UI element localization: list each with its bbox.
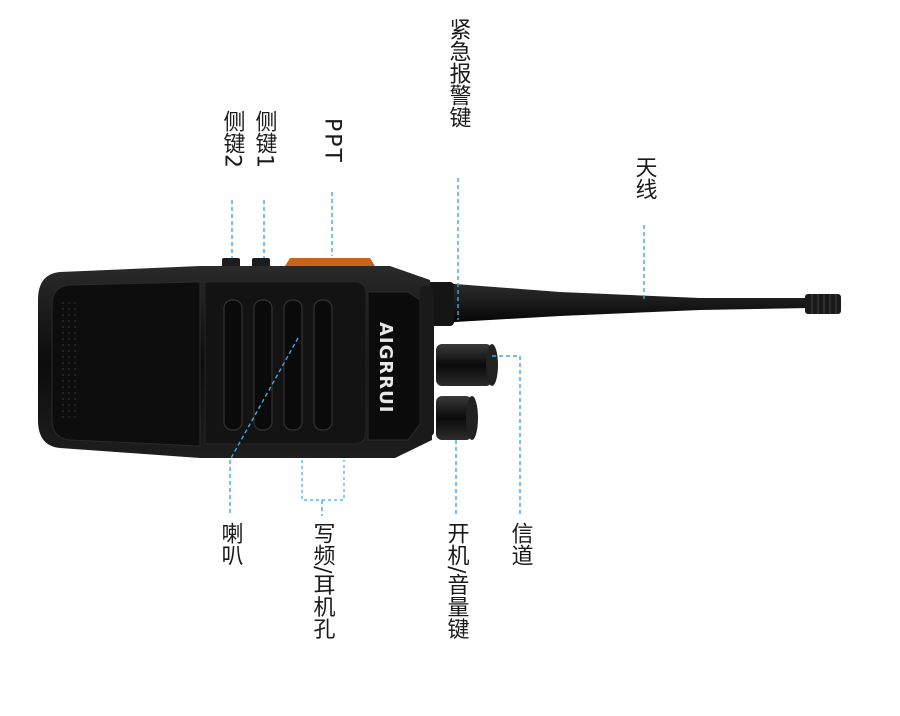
label-side-key-2: 侧键2 <box>220 110 246 168</box>
brand-logo: AIGRRUI <box>375 322 396 413</box>
label-speaker: 喇叭 <box>218 522 243 566</box>
label-emergency-key: 紧急报警键 <box>446 18 472 128</box>
knobs <box>436 344 498 440</box>
label-side-key-1: 侧键1 <box>252 110 278 168</box>
speaker-grille <box>60 300 80 418</box>
volume-knob <box>436 396 478 440</box>
radio-body: AIGRRUI <box>38 266 434 458</box>
antenna <box>428 282 841 326</box>
label-antenna: 天线 <box>632 156 658 200</box>
ptt-button <box>285 258 375 266</box>
label-program-port: 写频/耳机孔 <box>310 522 336 640</box>
channel-knob <box>436 344 498 386</box>
label-ppt: PPT <box>320 118 345 164</box>
label-channel: 信道 <box>508 522 534 566</box>
label-power-volume: 开机/音量键 <box>444 522 470 640</box>
